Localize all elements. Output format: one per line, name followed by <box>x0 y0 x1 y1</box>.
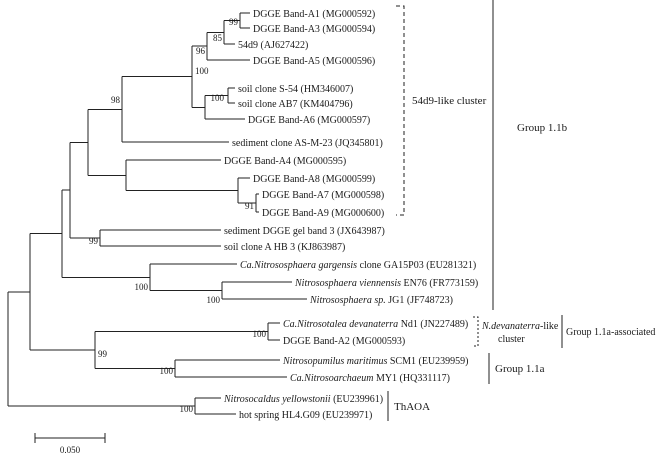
bootstrap-value: 100 <box>160 366 174 376</box>
cluster-label-54d9: 54d9-like cluster <box>412 95 487 107</box>
ndevanaterra-italic: N.devanaterra <box>481 321 540 332</box>
taxon-label: Nitrososphaera sp. JG1 (JF748723) <box>309 295 453 306</box>
taxon-rest: soil clone AB7 (KM404796) <box>238 99 353 110</box>
taxon-rest: EN76 (FR773159) <box>401 278 478 289</box>
taxon-rest: SCM1 (EU239959) <box>387 356 468 367</box>
taxon-rest: 54d9 (AJ627422) <box>238 40 308 51</box>
taxon-rest: clone GA15P03 (EU281321) <box>357 260 476 271</box>
taxon-italic: Nitrososphaera viennensis <box>294 278 401 289</box>
bootstrap-value: 100 <box>207 295 221 305</box>
scale-bar-line <box>34 433 106 443</box>
taxon-label: soil clone AB7 (KM404796) <box>238 99 353 110</box>
bootstrap-value: 99 <box>89 236 99 246</box>
cluster-labels: 54d9-like cluster Group 1.1b N.devanater… <box>394 95 655 413</box>
scale-bar <box>34 433 106 443</box>
bootstrap-value: 100 <box>253 329 267 339</box>
taxon-label: Nitrosocaldus yellowstonii (EU239961) <box>223 394 383 405</box>
taxon-label: Ca.Nitrososphaera gargensis clone GA15P0… <box>240 260 476 271</box>
taxon-label: soil clone S-54 (HM346007) <box>238 84 353 95</box>
bootstrap-value: 100 <box>195 66 209 76</box>
taxon-label: DGGE Band-A1 (MG000592) <box>253 9 375 20</box>
ndevanaterra-rest: -like <box>540 321 559 332</box>
bootstrap-value: 99 <box>229 17 239 27</box>
bootstrap-value: 98 <box>111 95 121 105</box>
bootstrap-values: 99 85 96 100 100 98 91 99 100 100 100 99… <box>89 17 267 414</box>
scale-bar-label: 0.050 <box>60 445 81 455</box>
taxon-label: hot spring HL4.G09 (EU239971) <box>239 410 372 421</box>
taxon-italic: Ca.Nitrosoarchaeum <box>290 373 373 384</box>
taxon-rest: sediment clone AS-M-23 (JQ345801) <box>232 138 383 149</box>
bootstrap-value: 100 <box>180 404 194 414</box>
taxon-rest: DGGE Band-A5 (MG000596) <box>253 56 375 67</box>
tree-branch-lines <box>7 12 307 415</box>
taxon-label: DGGE Band-A7 (MG000598) <box>262 190 384 201</box>
taxon-italic: Nitrosocaldus yellowstonii <box>223 394 331 405</box>
taxon-label: 54d9 (AJ627422) <box>238 40 308 51</box>
taxon-rest: hot spring HL4.G09 (EU239971) <box>239 410 372 421</box>
taxon-italic: Ca.Nitrosotalea devanaterra <box>283 319 398 330</box>
taxon-label: Ca.Nitrosoarchaeum MY1 (HQ331117) <box>290 373 450 384</box>
cluster-label-ndevanaterra: N.devanaterra-like <box>481 321 559 332</box>
taxon-rest: DGGE Band-A3 (MG000594) <box>253 24 375 35</box>
taxon-italic: Nitrosopumilus maritimus <box>282 356 387 367</box>
taxon-labels: DGGE Band-A1 (MG000592) DGGE Band-A3 (MG… <box>223 9 478 421</box>
taxon-label: DGGE Band-A9 (MG000600) <box>262 208 384 219</box>
taxon-label: sediment DGGE gel band 3 (JX643987) <box>224 226 385 237</box>
bootstrap-value: 96 <box>196 46 206 56</box>
taxon-label: Ca.Nitrosotalea devanaterra Nd1 (JN22748… <box>283 319 468 330</box>
taxon-rest: DGGE Band-A1 (MG000592) <box>253 9 375 20</box>
group-label-1-1a: Group 1.1a <box>495 363 545 375</box>
taxon-rest: DGGE Band-A4 (MG000595) <box>224 156 346 167</box>
taxon-label: DGGE Band-A2 (MG000593) <box>283 336 405 347</box>
taxon-rest: sediment DGGE gel band 3 (JX643987) <box>224 226 385 237</box>
bootstrap-value: 85 <box>213 33 223 43</box>
taxon-rest: soil clone S-54 (HM346007) <box>238 84 353 95</box>
group-label-1-1b: Group 1.1b <box>517 122 568 134</box>
taxon-rest: JG1 (JF748723) <box>386 295 453 306</box>
tree-branches <box>7 12 307 415</box>
taxon-rest: MY1 (HQ331117) <box>373 373 449 384</box>
taxon-label: soil clone A HB 3 (KJ863987) <box>224 242 345 253</box>
taxon-label: sediment clone AS-M-23 (JQ345801) <box>232 138 383 149</box>
taxon-rest: Nd1 (JN227489) <box>398 319 468 330</box>
taxon-rest: DGGE Band-A6 (MG000597) <box>248 115 370 126</box>
cluster-label-ndevanaterra-line2: cluster <box>498 334 525 345</box>
taxon-rest: DGGE Band-A9 (MG000600) <box>262 208 384 219</box>
taxon-label: DGGE Band-A5 (MG000596) <box>253 56 375 67</box>
taxon-label: Nitrosopumilus maritimus SCM1 (EU239959) <box>282 356 469 367</box>
taxon-label: DGGE Band-A3 (MG000594) <box>253 24 375 35</box>
bootstrap-value: 100 <box>135 282 149 292</box>
dotted-bracket-ndevanaterra-cluster <box>473 316 479 347</box>
bootstrap-value: 99 <box>98 349 108 359</box>
taxon-label: DGGE Band-A8 (MG000599) <box>253 174 375 185</box>
taxon-italic: Ca.Nitrososphaera gargensis <box>240 260 357 271</box>
taxon-rest: DGGE Band-A8 (MG000599) <box>253 174 375 185</box>
taxon-label: Nitrososphaera viennensis EN76 (FR773159… <box>294 278 478 289</box>
taxon-label: DGGE Band-A4 (MG000595) <box>224 156 346 167</box>
group-label-thaoa: ThAOA <box>394 401 430 413</box>
taxon-rest: (EU239961) <box>331 394 384 405</box>
taxon-rest: soil clone A HB 3 (KJ863987) <box>224 242 345 253</box>
taxon-italic: Nitrososphaera sp. <box>309 295 386 306</box>
bootstrap-value: 91 <box>245 201 254 211</box>
bootstrap-value: 100 <box>211 93 225 103</box>
cluster-brackets <box>387 0 563 421</box>
taxon-label: DGGE Band-A6 (MG000597) <box>248 115 370 126</box>
group-label-1-1a-associated: Group 1.1a-associated <box>566 327 655 338</box>
taxon-rest: DGGE Band-A7 (MG000598) <box>262 190 384 201</box>
taxon-rest: DGGE Band-A2 (MG000593) <box>283 336 405 347</box>
dashed-bracket-54d9-cluster <box>396 5 405 216</box>
